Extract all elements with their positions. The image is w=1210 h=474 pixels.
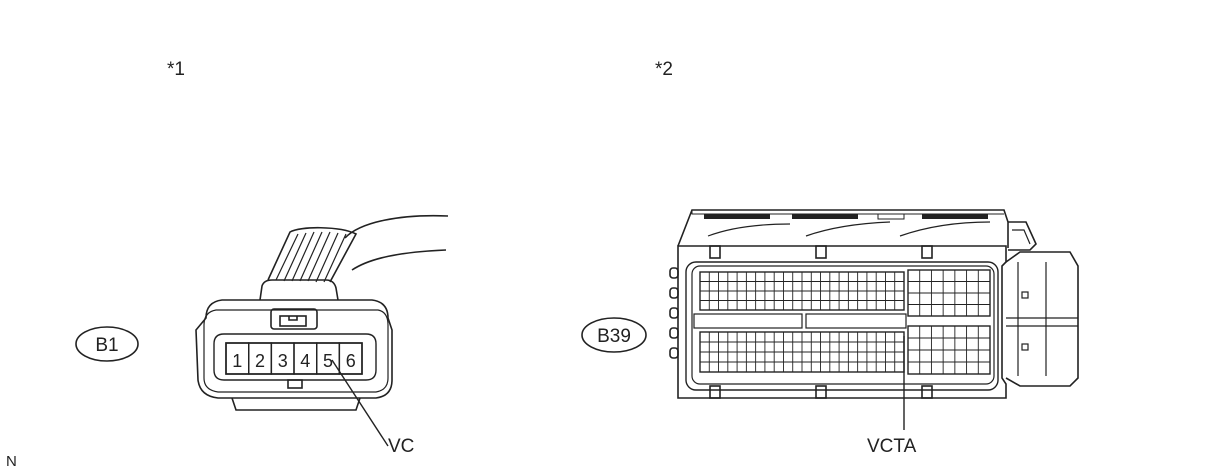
b1-pin-row: 1 2 3 4 5 6 bbox=[225, 342, 363, 375]
b1-pin-label: 1 bbox=[232, 351, 242, 371]
b1-pin-label: 4 bbox=[300, 351, 310, 371]
b39-pin-grid bbox=[700, 270, 990, 374]
b1-pin: 4 bbox=[293, 342, 318, 375]
b1-pin: 6 bbox=[338, 342, 363, 375]
b1-code-badge: B1 bbox=[75, 326, 139, 362]
b39-code-badge: B39 bbox=[581, 317, 647, 353]
b1-pin: 5 bbox=[316, 342, 341, 375]
corner-mark: N bbox=[6, 453, 17, 470]
callout-1: *1 bbox=[167, 59, 185, 80]
b1-pin-label: 3 bbox=[278, 351, 288, 371]
b1-pin: 3 bbox=[270, 342, 295, 375]
b1-pin-label: 2 bbox=[255, 351, 265, 371]
vc-leader-line bbox=[331, 359, 389, 447]
b1-pin-label: 6 bbox=[346, 351, 356, 371]
b1-pin: 2 bbox=[247, 342, 273, 375]
b39-code-text: B39 bbox=[597, 326, 631, 347]
callout-2: *2 bbox=[655, 59, 673, 80]
b1-code-text: B1 bbox=[95, 335, 118, 356]
connector-b1 bbox=[195, 214, 449, 411]
connector-b39 bbox=[669, 209, 1079, 399]
vc-pin-label: VC bbox=[388, 436, 414, 457]
vcta-pin-label: VCTA bbox=[867, 436, 917, 457]
b1-pin-label: 5 bbox=[323, 351, 333, 371]
b1-pin: 1 bbox=[225, 342, 250, 375]
